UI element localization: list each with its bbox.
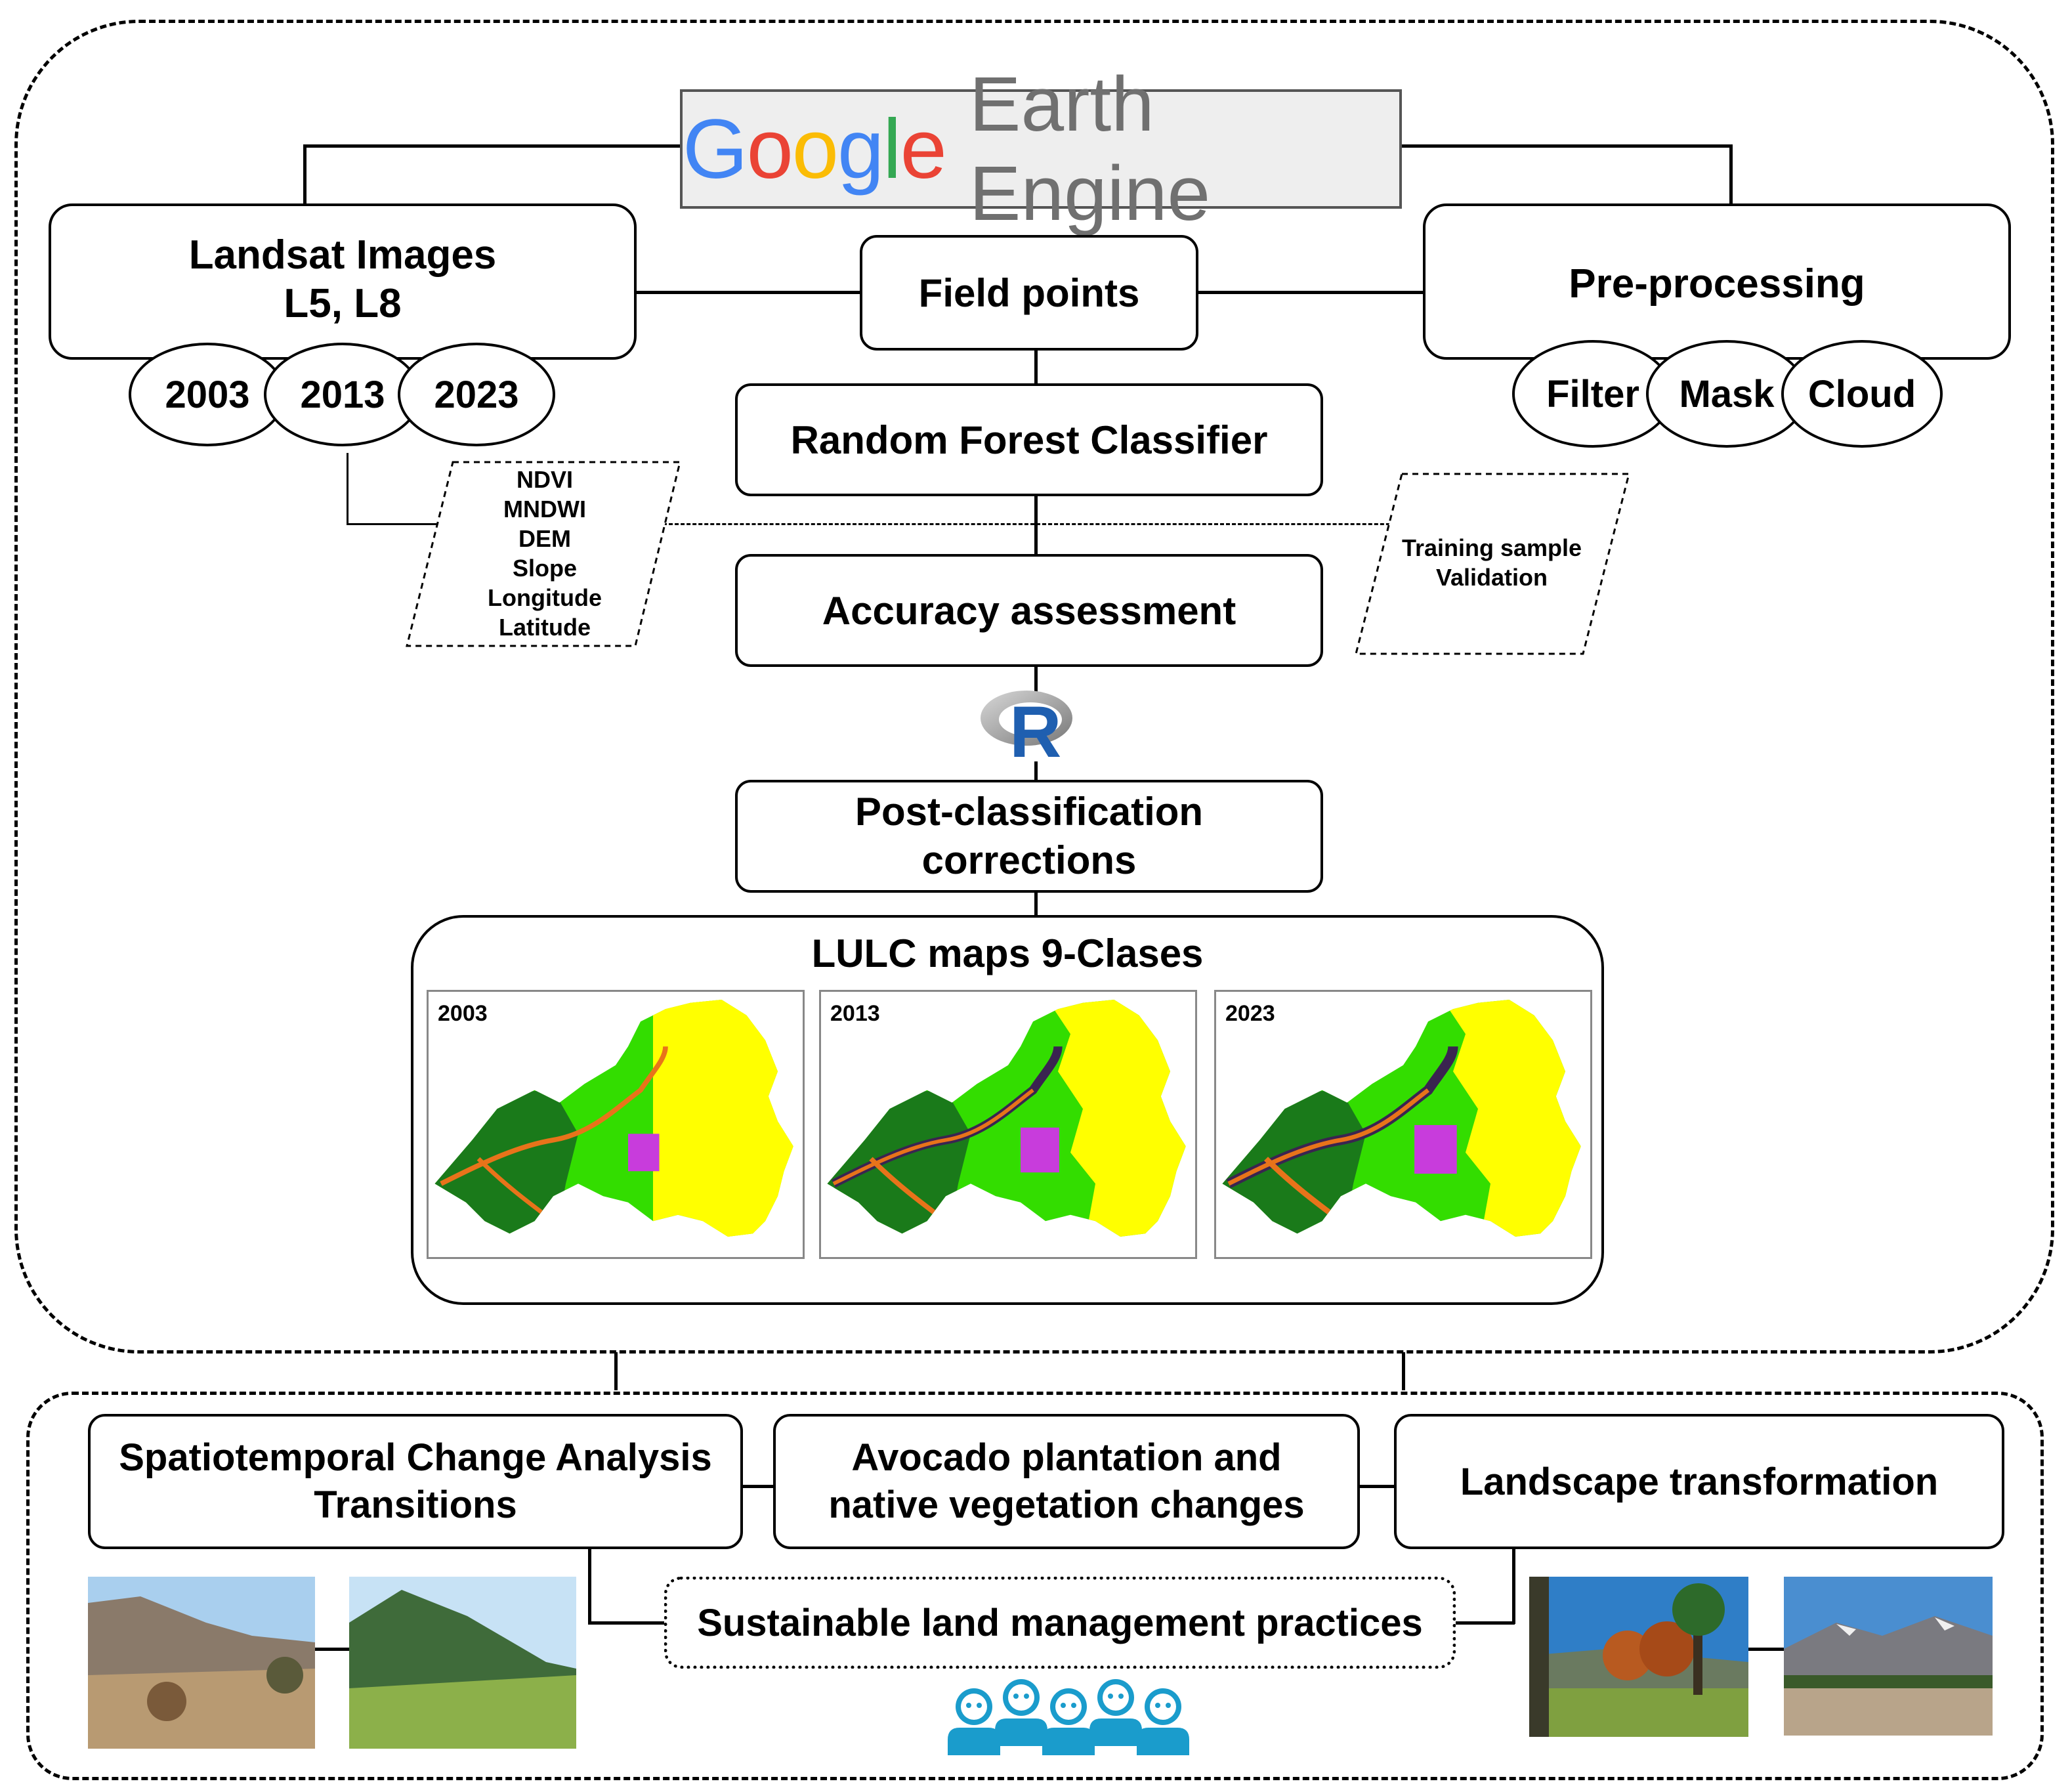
variable-latitude: Latitude <box>499 614 591 641</box>
lulc-map-2023: 2023 <box>1214 990 1592 1259</box>
year-oval-2023: 2023 <box>398 343 555 446</box>
map-year-label: 2023 <box>1225 1001 1275 1026</box>
connector-logo-left-down <box>303 144 306 203</box>
outcomes-frame <box>26 1392 2044 1780</box>
connector-logo-right <box>1398 144 1733 148</box>
year-oval-2003: 2003 <box>129 343 286 446</box>
methods-frame <box>14 20 2054 1354</box>
people-group-icon <box>948 1679 1189 1755</box>
landscape-photo-green-field <box>349 1577 576 1749</box>
sustainable-box: Sustainable land management practices <box>664 1577 1456 1669</box>
sample-validation: Validation <box>1435 564 1548 591</box>
lulc-maps-title: LULC maps 9-Clases <box>811 931 1204 975</box>
lulc-map-2003: 2003 <box>427 990 805 1259</box>
field-points-box: Field points <box>860 235 1198 351</box>
connector-vars-samples-dashed <box>663 523 1414 525</box>
year-oval-2013: 2013 <box>264 343 421 446</box>
r-logo: R <box>977 685 1082 773</box>
random-forest-box: Random Forest Classifier <box>735 383 1323 496</box>
connector-r-post <box>1034 761 1038 781</box>
map-year-label: 2003 <box>438 1001 488 1026</box>
variable-dem: DEM <box>518 525 571 552</box>
variable-mndwi: MNDWI <box>503 496 586 523</box>
landsat-title: Landsat Images <box>188 232 497 278</box>
map-year-label: 2013 <box>830 1001 880 1026</box>
landscape-photo-dry-hills <box>88 1577 315 1749</box>
avocado-box: Avocado plantation and native vegetation… <box>773 1414 1360 1549</box>
connector-photo-left <box>314 1648 350 1651</box>
connector-landscape-sustain-h <box>1453 1621 1515 1625</box>
connector-avocado-landscape <box>1356 1485 1395 1488</box>
variable-slope: Slope <box>512 555 577 582</box>
landscape-box: Landscape transformation <box>1394 1414 2004 1549</box>
connector-year-vars <box>347 453 349 525</box>
connector-spatio-sustain-v <box>588 1545 591 1624</box>
sample-training: Training sample <box>1401 534 1582 561</box>
map-2013-basin <box>827 1000 1186 1237</box>
connector-frames-left <box>614 1352 618 1390</box>
samples-list: Training sample Validation <box>1378 533 1605 592</box>
preproc-oval-cloud: Cloud <box>1781 340 1943 448</box>
connector-logo-left <box>303 144 680 148</box>
preprocessing-box: Pre-processing <box>1423 203 2011 360</box>
map-2003-basin <box>434 1000 793 1237</box>
variable-longitude: Longitude <box>488 584 602 611</box>
accuracy-assessment-box: Accuracy assessment <box>735 554 1323 667</box>
connector-frames-right <box>1402 1352 1405 1390</box>
landsat-images-box: Landsat Images L5, L8 <box>49 203 637 360</box>
connector-post-maps <box>1034 891 1038 916</box>
connector-rf-accuracy <box>1034 495 1038 555</box>
samples-parallelogram <box>1355 473 1630 655</box>
variables-list: NDVI MNDWI DEM Slope Longitude Latitude <box>433 465 656 642</box>
post-classification-box: Post-classification corrections <box>735 780 1323 893</box>
connector-logo-right-down <box>1729 144 1733 203</box>
connector-accuracy-r <box>1034 666 1038 692</box>
earth-engine-wordmark: Earth Engine <box>969 61 1211 237</box>
landsat-sensors: L5, L8 <box>284 281 402 326</box>
google-earth-engine-logo: Google Earth Engine <box>680 61 1402 237</box>
connector-field-preproc <box>1198 291 1426 294</box>
r-letter: R <box>1009 692 1062 773</box>
google-wordmark: Google <box>683 102 947 196</box>
landscape-photo-mountains <box>1784 1577 1993 1736</box>
connector-field-rf <box>1034 348 1038 385</box>
connector-landsat-field <box>634 291 860 294</box>
variables-parallelogram <box>406 461 681 647</box>
connector-spatio-avocado <box>742 1485 774 1488</box>
connector-landscape-sustain-v <box>1512 1545 1515 1624</box>
lulc-map-2013: 2013 <box>819 990 1197 1259</box>
map-2023-basin <box>1222 1000 1581 1237</box>
variable-ndvi: NDVI <box>516 466 573 493</box>
connector-photo-right <box>1748 1648 1785 1651</box>
connector-spatio-sustain-h <box>588 1621 667 1625</box>
connector-year-vars-h <box>347 523 437 525</box>
spatiotemporal-box: Spatiotemporal Change Analysis Transitio… <box>88 1414 743 1549</box>
landscape-photo-trees <box>1529 1577 1748 1737</box>
